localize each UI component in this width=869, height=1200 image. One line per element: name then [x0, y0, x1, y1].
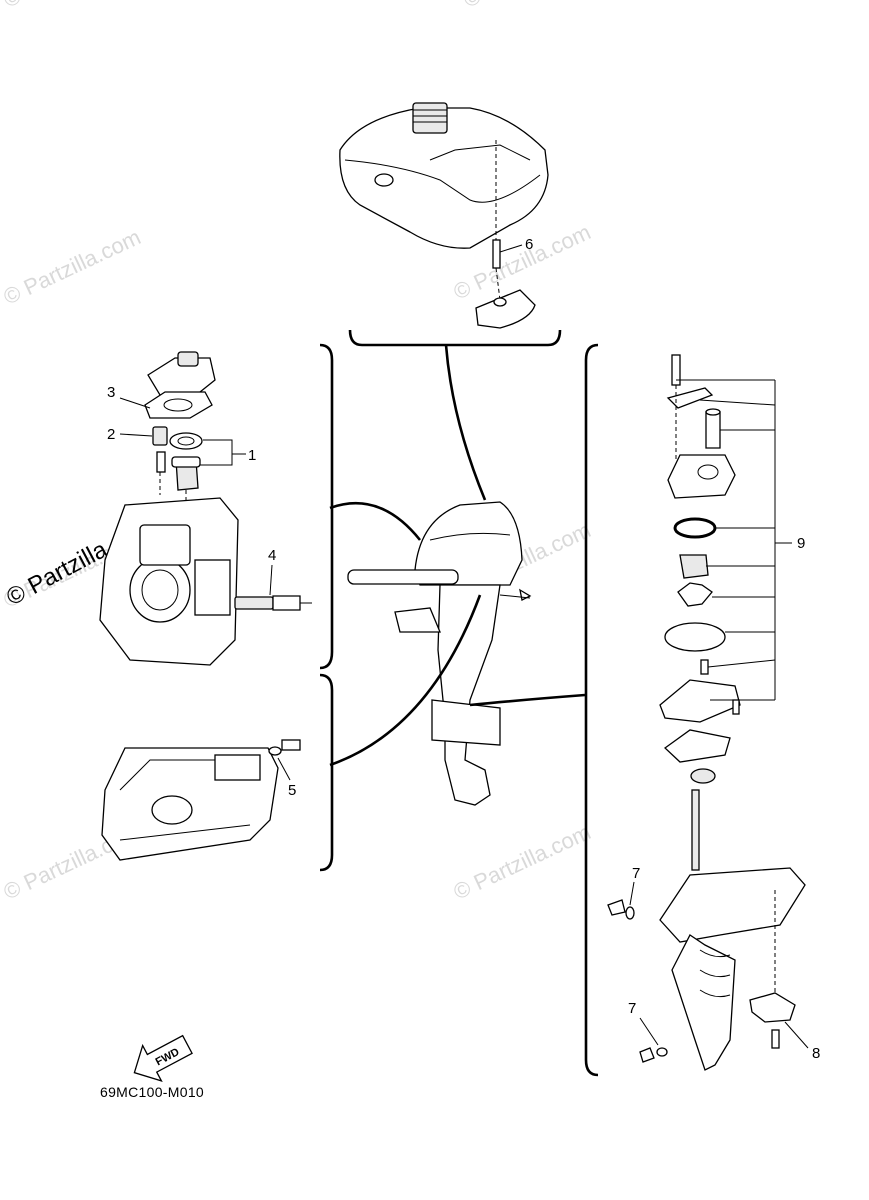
connector-line: [444, 344, 487, 501]
top-bracket: [348, 329, 562, 347]
fwd-arrow: FWD: [133, 1034, 193, 1083]
connector-line: [329, 501, 422, 541]
connector-line: [329, 594, 482, 767]
watermark: © Partzilla.com: [0, 224, 144, 309]
right-bracket: [584, 343, 599, 1077]
callout-5: 5: [288, 782, 296, 799]
callout-1: 1: [248, 447, 256, 464]
cylinder-block: 4: [99, 497, 312, 666]
water-pump-assembly: 9: [659, 354, 805, 784]
callout-3: 3: [107, 384, 115, 401]
thermostat-assembly: 3 2 1: [107, 351, 256, 525]
watermark: © Partzilla.com: [0, 0, 144, 13]
top-cowling-assembly: 6: [339, 102, 549, 329]
callout-9: 9: [797, 535, 805, 552]
outboard-motor: [347, 501, 532, 806]
left-lower-bracket: [319, 673, 334, 872]
callout-8: 8: [812, 1045, 820, 1062]
lower-unit: 7 7 8: [607, 789, 820, 1071]
watermark: © Partzilla.com: [450, 819, 595, 904]
watermark: © Partzilla.com: [460, 0, 605, 13]
callout-7a: 7: [632, 865, 640, 882]
callout-7b: 7: [628, 1000, 636, 1017]
connector-line: [469, 693, 586, 707]
callout-2: 2: [107, 426, 115, 443]
callout-6: 6: [525, 236, 533, 253]
callout-4: 4: [268, 547, 276, 564]
diagram-code: 69MC100-M010: [100, 1084, 204, 1100]
crankcase-assembly: 5: [101, 739, 301, 861]
left-upper-bracket: [319, 343, 334, 670]
